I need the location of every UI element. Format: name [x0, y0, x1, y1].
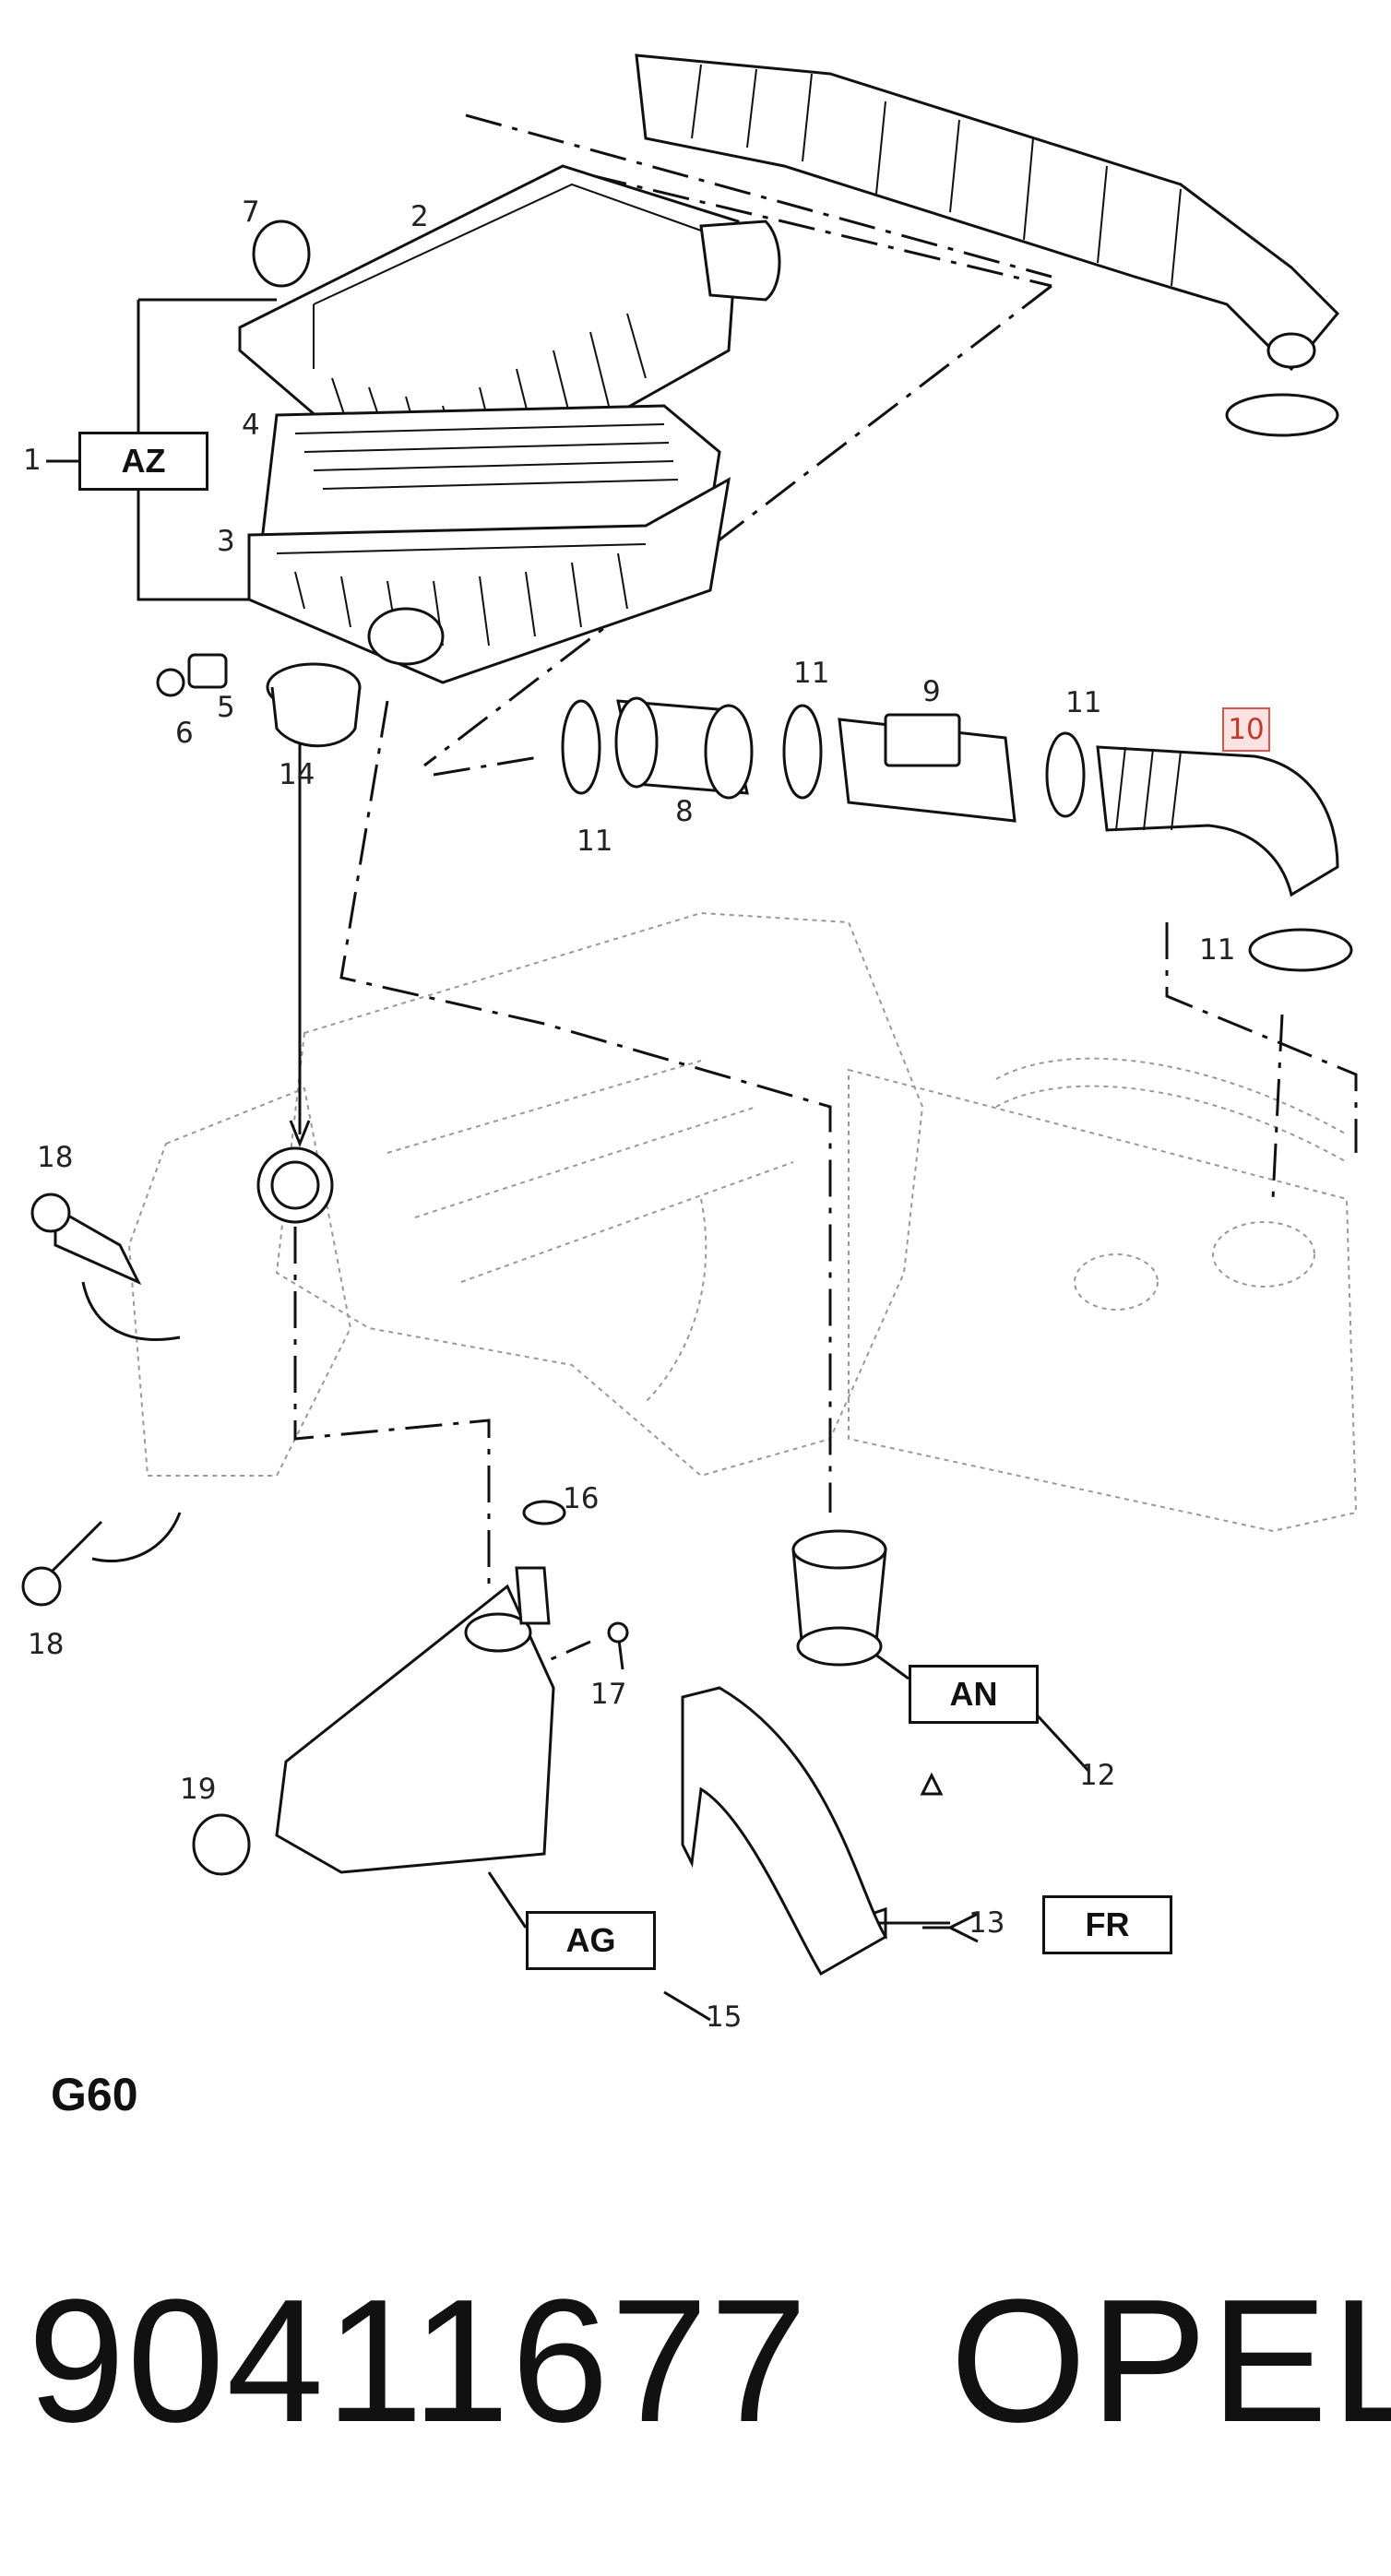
callout-2: 2: [410, 200, 429, 233]
label-an: AN: [909, 1665, 1039, 1724]
group-code: G60: [51, 2069, 138, 2120]
leader-lines: [46, 113, 1358, 2022]
callout-8: 8: [675, 795, 694, 828]
callout-9: 9: [922, 675, 941, 708]
upper-intake-hose: [635, 53, 1340, 437]
callout-3: 3: [217, 525, 235, 558]
lower-parts: [21, 1146, 944, 1977]
callout-5: 5: [217, 691, 235, 724]
brand-name: OPEL: [950, 2263, 1391, 2459]
label-fr: FR: [1042, 1895, 1172, 1954]
air-cleaner-housing: [238, 164, 781, 684]
small-parts-top: [156, 220, 362, 748]
part-number: 90411677: [28, 2263, 810, 2459]
callout-14: 14: [279, 758, 315, 791]
callout-11: 11: [793, 657, 830, 690]
callout-17: 17: [590, 1678, 627, 1711]
intake-duct-row: [561, 696, 1353, 972]
callout-1: 1: [23, 444, 42, 477]
callout-7: 7: [242, 196, 260, 229]
callout-12: 12: [1079, 1759, 1116, 1792]
callout-15: 15: [706, 2000, 743, 2034]
callout-6: 6: [175, 717, 194, 750]
callout-16: 16: [563, 1482, 600, 1515]
callout-4: 4: [242, 409, 260, 442]
callout-19: 19: [180, 1773, 217, 1806]
callout-10-highlighted: 10: [1222, 707, 1270, 752]
callout-18: 18: [28, 1628, 65, 1661]
label-ag: AG: [526, 1911, 656, 1970]
callout-11: 11: [1199, 933, 1236, 967]
callout-13: 13: [969, 1906, 1005, 1940]
callout-18: 18: [37, 1141, 74, 1174]
callout-11: 11: [1065, 686, 1102, 719]
label-az: AZ: [78, 432, 208, 491]
callout-11: 11: [577, 825, 613, 858]
